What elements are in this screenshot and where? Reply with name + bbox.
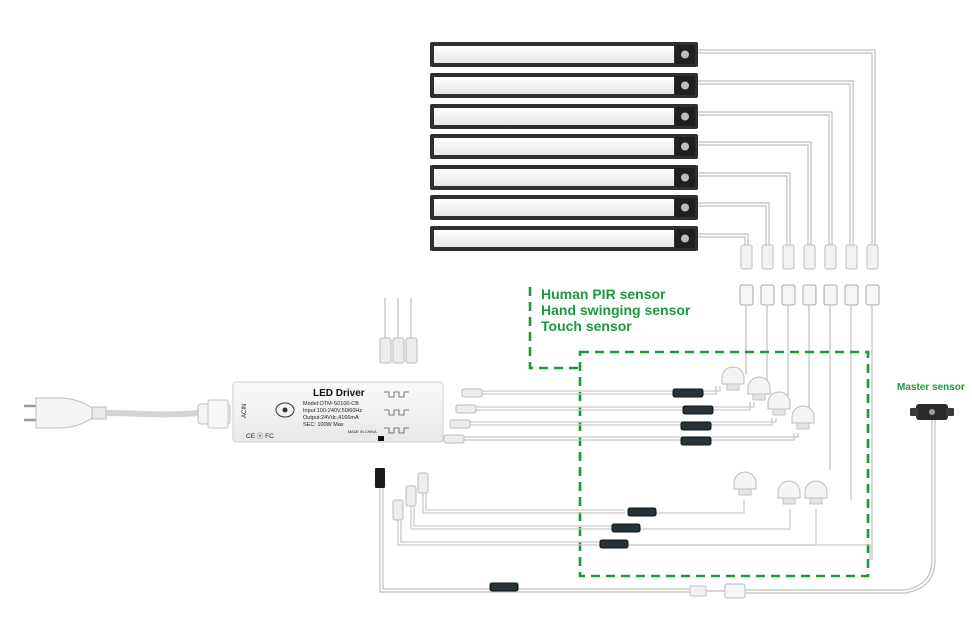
driver-input: Input:100-240V,50/60Hz	[303, 408, 362, 414]
driver-title: LED Driver	[313, 388, 365, 399]
sensor-type-label-touch: Touch sensor	[541, 318, 632, 334]
iec-connector	[197, 399, 231, 429]
dimmer-modules-upper	[672, 388, 714, 446]
power-cord	[105, 410, 201, 418]
socket-wires	[745, 305, 873, 560]
driver-cert-marks: CE ⓧ FC	[246, 432, 274, 440]
sensor-zone	[528, 287, 870, 578]
light-bar	[430, 134, 698, 159]
bar-wires	[698, 49, 876, 245]
light-bar	[430, 42, 698, 67]
pir-sensor-icon	[721, 366, 745, 391]
driver-output-plugs	[443, 388, 483, 444]
light-bar	[430, 104, 698, 129]
lower-wires	[397, 493, 871, 560]
dimmer-module-bottom	[489, 582, 519, 592]
bar-sensor-eye-icon	[681, 81, 689, 90]
master-sensor-wire	[745, 420, 933, 591]
driver-logo-icon	[275, 402, 295, 418]
lower-plugs	[392, 472, 429, 521]
lower-connector	[375, 468, 690, 593]
sensor-type-label-pir: Human PIR sensor	[541, 286, 666, 302]
driver-acin-label: ACIN	[242, 404, 248, 418]
pir-sensors-lower	[733, 471, 828, 505]
master-connector	[689, 583, 746, 599]
pir-sensor-icon	[791, 405, 815, 430]
light-bar	[430, 73, 698, 98]
light-bars	[430, 42, 698, 251]
driver-output: Output:24Vdc,4166mA	[303, 415, 359, 421]
dimmer-modules-lower	[599, 507, 657, 549]
light-bar	[430, 226, 698, 251]
bar-plugs	[740, 244, 879, 270]
bar-sensor-eye-icon	[681, 50, 689, 59]
driver-sec: SEC: 100W Max	[303, 422, 344, 428]
led-driver: ACIN LED Driver Model:OTM-S0100-CB Input…	[232, 381, 444, 443]
bar-sensor-eye-icon	[681, 112, 689, 121]
bar-sensor-eye-icon	[681, 203, 689, 212]
bar-sensor-eye-icon	[681, 234, 689, 243]
spare-plugs	[379, 298, 418, 364]
master-sensor-label: Master sensor	[897, 382, 965, 393]
pir-sensor-icon	[733, 471, 757, 496]
pir-sensor-icon	[747, 376, 771, 401]
sensor-sockets	[739, 284, 880, 306]
driver-output-wires	[464, 386, 799, 441]
pir-sensor-icon	[804, 480, 828, 505]
pir-sensor-icon	[767, 391, 791, 416]
sensor-type-label-hand: Hand swinging sensor	[541, 302, 691, 318]
light-bar	[430, 165, 698, 190]
bar-sensor-eye-icon	[681, 173, 689, 182]
sensor-type-labels: Human PIR sensor Hand swinging sensor To…	[541, 286, 691, 334]
driver-output-ports-icon	[384, 391, 409, 434]
light-bar	[430, 195, 698, 220]
pir-sensor-icon	[777, 480, 801, 505]
master-sensor-icon	[910, 404, 954, 420]
bar-sensor-eye-icon	[681, 142, 689, 151]
power-plug-icon	[24, 397, 107, 429]
driver-made-in: MADE IN CHINA	[348, 430, 377, 434]
pir-sensors-upper	[721, 366, 815, 430]
driver-model: Model:OTM-S0100-CB	[303, 401, 359, 407]
